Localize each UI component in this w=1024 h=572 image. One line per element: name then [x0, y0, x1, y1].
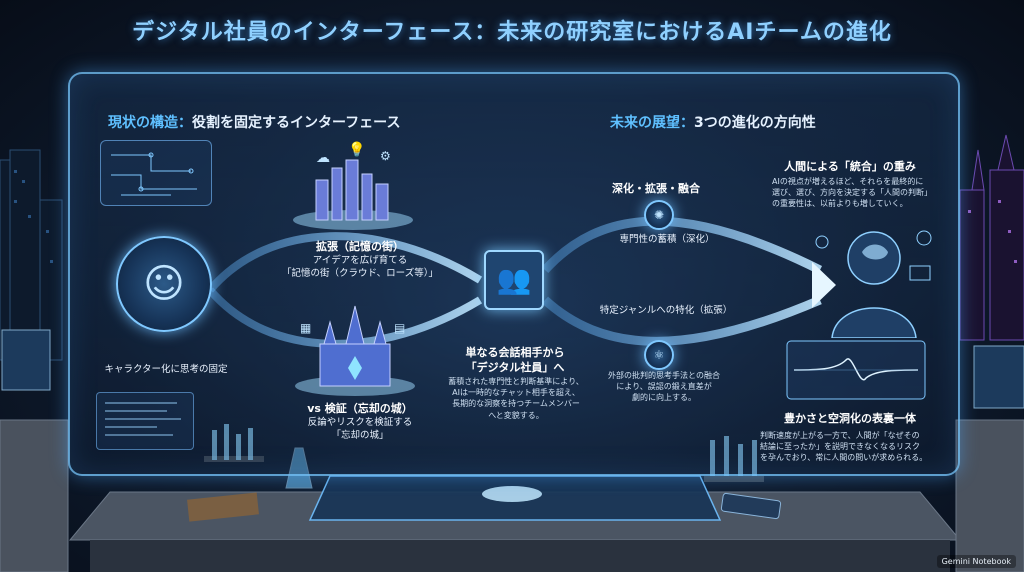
robot-character-node[interactable]: ☺: [116, 236, 212, 332]
human-silhouette-icon: [815, 230, 932, 338]
richness-desc: 判断速度が上がる一方で、人間が「なぜその 結論に至ったか」を説明できなくなるリス…: [760, 430, 940, 464]
path-fuse-line-1: 外部の批判的思考手法との融合: [608, 371, 720, 380]
waveform-chart-icon: [786, 340, 926, 400]
robot-icon: ☺: [143, 261, 185, 307]
left-title-accent: 現状の構造：: [108, 115, 192, 131]
svg-text:⚙: ⚙: [380, 149, 391, 163]
human-desc-2: 選び、選び、方向を決定する「人間の判断」: [772, 188, 932, 198]
richness-title: 豊かさと空洞化の表裏一体: [784, 412, 916, 425]
expand-desc-1: アイデアを広げ育てる: [312, 254, 408, 266]
document-lines-icon: [105, 402, 181, 436]
oblivion-castle-icon: ▤ ▦: [295, 305, 415, 396]
right-title-rest: 3つの進化の方向性: [694, 115, 816, 131]
rich-desc-3: を孕んでおり、常に人間の問いが求められる。: [760, 453, 928, 463]
expand-title: 拡張（記憶の街）: [316, 240, 404, 253]
paths-title: 深化・拡張・融合: [612, 182, 700, 195]
rich-desc-2: 結論に至ったか」を説明できなくなるリスク: [760, 442, 920, 452]
left-title-rest: 役割を固定するインターフェース: [192, 115, 401, 131]
center-title: 単なる会話相手から 「デジタル社員」へ: [440, 346, 590, 376]
expand-desc-2: 「記憶の街（クラウド、ローズ等）」: [282, 267, 438, 279]
molecule-icon: ⚛: [653, 348, 665, 362]
circuit-icon: [111, 152, 197, 196]
svg-text:💡: 💡: [348, 141, 365, 158]
rich-desc-1: 判断速度が上がる一方で、人間が「なぜその: [760, 431, 920, 440]
character-label: キャラクター化に思考の固定: [104, 364, 228, 375]
human-integration-desc: AIの視点が増えるほど、それらを最終的に 選び、選び、方向を決定する「人間の判断…: [772, 176, 942, 210]
right-title-accent: 未来の展望：: [610, 115, 694, 131]
svg-text:▤: ▤: [394, 321, 405, 335]
center-title-2: 「デジタル社員」へ: [465, 360, 565, 374]
document-card: [96, 392, 194, 450]
arrow-head: [812, 262, 836, 308]
circuit-card: [100, 140, 212, 206]
left-section-title: 現状の構造：役割を固定するインターフェース: [108, 112, 400, 132]
human-desc-3: の重要性は、以前よりも増していく。: [772, 199, 908, 209]
memory-city-icon: ☁ 💡 ⚙: [293, 141, 413, 230]
center-desc-1: 蓄積された専門性と判断基準により、: [448, 377, 584, 386]
path-expand-label: 特定ジャンルへの特化（拡張）: [599, 305, 733, 316]
network-icon: ✺: [653, 208, 665, 222]
human-desc-1: AIの視点が増えるほど、それらを最終的に: [772, 177, 924, 186]
path-fuse-label: 外部の批判的思考手法との融合 により、誤認の鍛え直差が 劇的に向上する。: [594, 370, 734, 404]
expand-label: 拡張（記憶の街） アイデアを広げ育てる 「記憶の街（クラウド、ローズ等）」: [280, 240, 440, 280]
svg-text:▦: ▦: [300, 321, 311, 335]
verify-label: vs 検証（忘却の城） 反論やリスクを検証する 「忘却の城」: [280, 402, 440, 442]
deepen-node[interactable]: ✺: [644, 200, 674, 230]
right-section-title: 未来の展望：3つの進化の方向性: [610, 112, 816, 132]
path-deepen-label: 専門性の蓄積（深化）: [619, 234, 715, 245]
center-title-1: 単なる会話相手から: [465, 346, 565, 359]
verify-desc-2: 「忘却の城」: [331, 429, 389, 441]
human-integration-title: 人間による「統合」の重み: [784, 160, 916, 173]
fuse-node[interactable]: ⚛: [644, 340, 674, 370]
verify-desc-1: 反論やリスクを検証する: [307, 416, 413, 428]
digital-employee-chip[interactable]: 👥: [484, 250, 544, 310]
page-title: デジタル社員のインターフェース：未来の研究室におけるAIチームの進化: [132, 20, 892, 45]
center-desc-2: AIは一時的なチャット相手を超え、: [452, 388, 580, 398]
center-desc-4: へと変貌する。: [488, 410, 544, 420]
verify-title: vs 検証（忘却の城）: [307, 402, 413, 415]
user-group-icon: 👥: [496, 263, 532, 296]
svg-text:☁: ☁: [316, 150, 330, 166]
center-desc-3: 長期的な洞察を持つチームメンバー: [452, 399, 580, 409]
path-fuse-line-3: 劇的に向上する。: [632, 393, 696, 403]
notebook-badge: Gemini Notebook: [936, 555, 1016, 568]
center-desc: 蓄積された専門性と判断基準により、 AIは一時的なチャット相手を超え、 長期的な…: [436, 376, 596, 421]
path-fuse-line-2: により、誤認の鍛え直差が: [616, 382, 712, 392]
